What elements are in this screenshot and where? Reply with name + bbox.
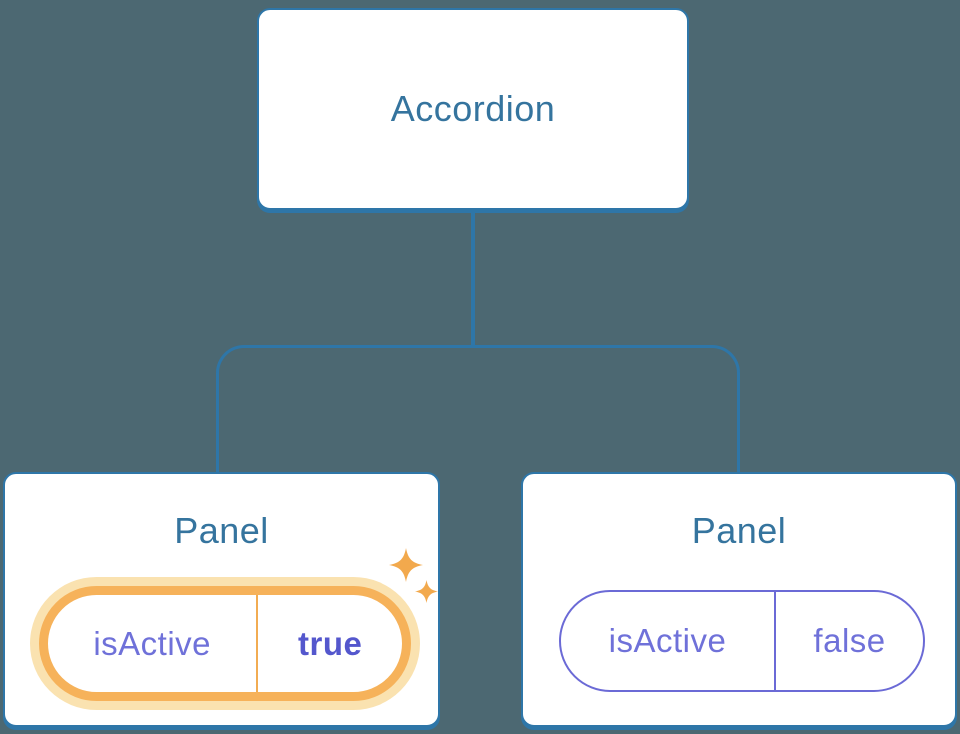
state-pill-inactive: isActive false <box>559 590 925 692</box>
panel-node-inactive: Panel isActive false <box>521 472 957 727</box>
pill-divider <box>256 595 259 692</box>
panel-node-active: Panel isActive true <box>3 472 440 727</box>
sparkle-icon <box>415 580 438 603</box>
state-pill-active: isActive true <box>39 586 411 701</box>
accordion-node: Accordion <box>257 8 689 210</box>
state-key: isActive <box>93 624 212 662</box>
panel-node-label: Panel <box>691 510 787 551</box>
panel-node-label: Panel <box>174 510 269 551</box>
state-value: true <box>297 624 363 662</box>
state-value: false <box>813 622 886 659</box>
connector-branches <box>216 345 740 472</box>
state-key: isActive <box>608 622 727 659</box>
connector-stem <box>471 210 475 347</box>
sparkle-icon <box>389 548 423 582</box>
pill-divider <box>774 592 777 690</box>
accordion-node-label: Accordion <box>390 88 556 129</box>
